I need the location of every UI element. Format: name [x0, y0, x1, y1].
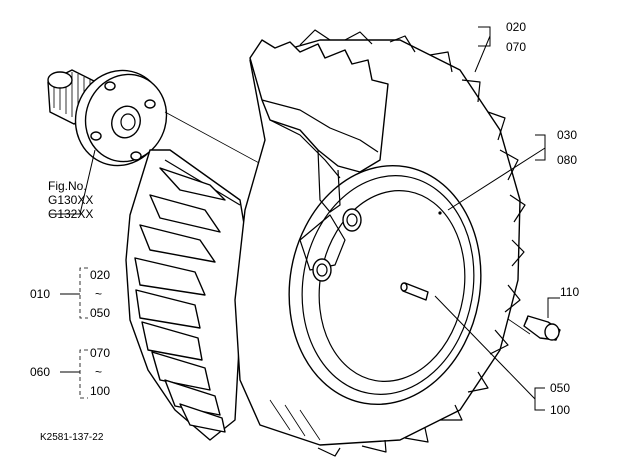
leader-lines	[50, 26, 560, 411]
hub-flange	[47, 69, 168, 167]
callout-tire-b: 070	[506, 40, 526, 54]
assembly-010-to: 050	[90, 306, 110, 320]
valve-cap-part	[523, 315, 561, 341]
callout-valve: 110	[560, 285, 579, 299]
callout-tube-b: 100	[550, 403, 570, 417]
tire-lugs-side	[125, 149, 251, 441]
callout-tire-a: 020	[506, 20, 526, 34]
assembly-010-tilde: ~	[95, 287, 102, 301]
figure-ref-code-1: G130XX	[48, 193, 93, 207]
figure-ref-title: Fig.No.	[48, 179, 87, 193]
assembly-group-060: 060	[30, 365, 50, 379]
rim-hub-hole-bottom	[312, 258, 332, 282]
fender-cover	[249, 39, 389, 213]
assembly-060-to: 100	[90, 384, 110, 398]
callout-tube-a: 050	[550, 381, 570, 395]
rim-hub-hole-top	[342, 208, 362, 232]
drawing-id: K2581-137-22	[40, 432, 104, 443]
callout-rim-b: 080	[557, 153, 577, 167]
assembly-060-tilde: ~	[95, 365, 102, 379]
figure-ref-code-2: G132XX	[48, 207, 93, 221]
rim-wheel	[288, 164, 482, 406]
assembly-060-from: 070	[90, 346, 110, 360]
callout-rim-a: 030	[557, 128, 577, 142]
assembly-group-010: 010	[30, 287, 50, 301]
assembly-010-from: 020	[90, 268, 110, 282]
